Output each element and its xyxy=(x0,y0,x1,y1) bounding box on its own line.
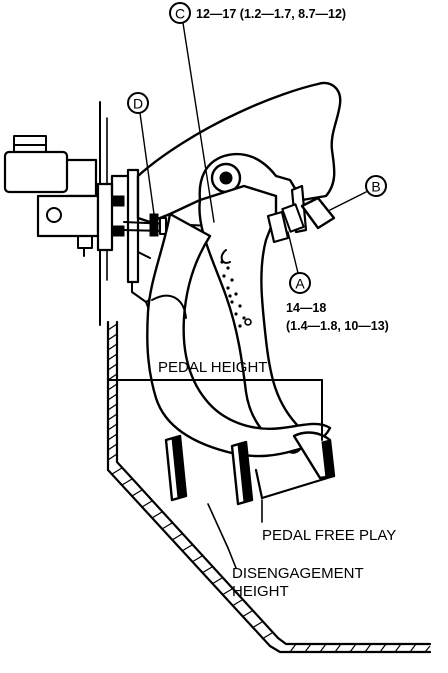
pedal-free-play-dimension: PEDAL FREE PLAY xyxy=(261,499,396,544)
callout-c-torque: 12—17 (1.2—1.7, 8.7—12) xyxy=(196,7,346,21)
callout-a: A 14—18 (1.4—1.8, 10—13) xyxy=(286,231,389,333)
disengagement-label-1: DISENGAGEMENT xyxy=(232,565,364,582)
callout-b-letter: B xyxy=(371,179,380,195)
callout-a-letter: A xyxy=(295,276,305,292)
callout-a-torque-2: (1.4—1.8, 10—13) xyxy=(286,319,389,333)
callout-d-letter: D xyxy=(133,96,143,112)
callout-b: B xyxy=(329,175,387,211)
callout-a-torque-1: 14—18 xyxy=(286,301,326,315)
master-cylinder xyxy=(3,135,125,257)
firewall-floor-panel xyxy=(106,320,432,654)
pedal-free-play-label: PEDAL FREE PLAY xyxy=(262,527,396,544)
disengagement-height-dimension: DISENGAGEMENT HEIGHT xyxy=(207,503,364,600)
clutch-switch xyxy=(266,184,336,244)
callout-d: D xyxy=(127,92,155,215)
disengagement-label-2: HEIGHT xyxy=(232,583,289,600)
upper-housing xyxy=(136,81,342,224)
callout-c: C 12—17 (1.2—1.7, 8.7—12) xyxy=(169,2,346,223)
pedal-height-label: PEDAL HEIGHT xyxy=(158,359,267,376)
pedal-height-dimension: PEDAL HEIGHT xyxy=(107,359,323,441)
callout-c-letter: C xyxy=(175,6,185,22)
pedal-pads xyxy=(164,431,336,506)
